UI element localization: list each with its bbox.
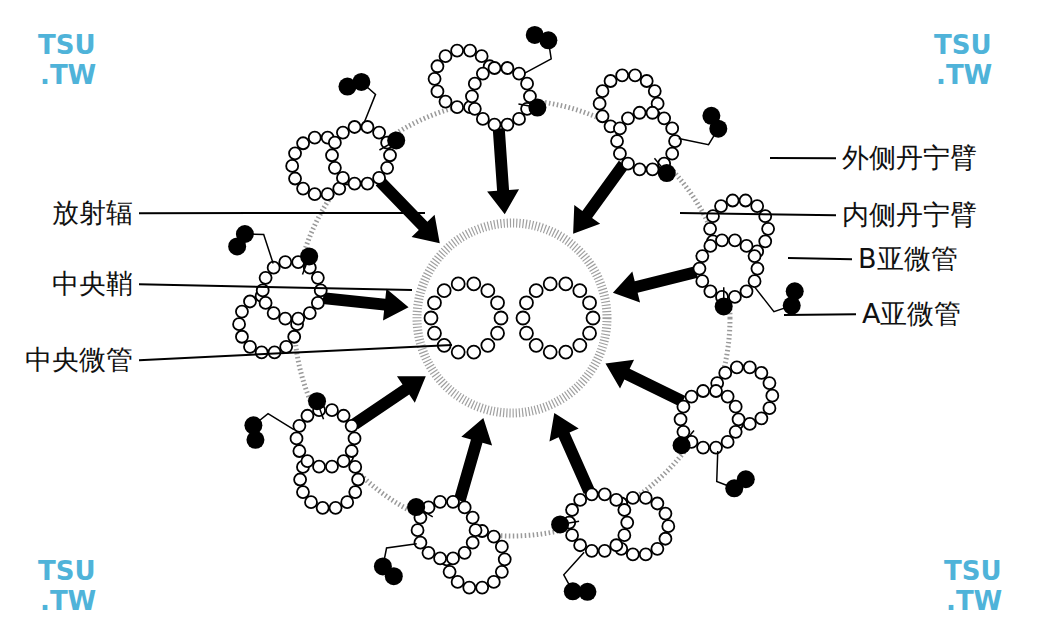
- a-tubule: [326, 121, 396, 190]
- part-label: 内侧丹宁臂: [842, 199, 977, 231]
- inner-dynein-arm: [308, 392, 326, 410]
- a-tubule: [291, 404, 361, 473]
- leader-line: [139, 284, 412, 290]
- leader-line: [784, 313, 856, 316]
- outer-dynein-arm: [338, 78, 356, 96]
- part-label: 中央微管: [25, 344, 133, 376]
- radial-spoke-arrow: [322, 289, 408, 321]
- outer-dynein-arm: [385, 567, 403, 585]
- doublet: [286, 73, 405, 200]
- leader-line: [770, 157, 836, 159]
- inner-dynein-arm: [551, 515, 569, 533]
- watermark: .TW: [946, 588, 1002, 614]
- leader-line: [139, 212, 425, 214]
- part-label: 中央鞘: [52, 268, 133, 300]
- central-sheath: [417, 223, 607, 413]
- watermark: .TW: [40, 588, 96, 614]
- radial-spoke-arrow: [613, 266, 698, 302]
- outer-dynein-arm: [578, 583, 596, 601]
- outer-dynein-arm: [228, 237, 246, 255]
- radial-spoke-arrow: [573, 161, 628, 234]
- inner-dynein-arm: [407, 498, 425, 516]
- watermark: .TW: [40, 62, 96, 88]
- outer-dynein-arm: [526, 26, 544, 44]
- central-pair: [425, 277, 600, 358]
- part-label: 放射辐: [52, 197, 133, 229]
- radial-spoke-arrow: [454, 418, 492, 502]
- doublet: [228, 225, 327, 358]
- radial-spoke-arrow: [605, 360, 685, 407]
- watermark: TSU: [934, 32, 992, 58]
- outer-dynein-arm: [737, 470, 755, 488]
- radial-spoke-arrow: [549, 413, 594, 494]
- a-tubule: [693, 234, 763, 303]
- central-microtubule: [517, 277, 600, 358]
- part-label: 外侧丹宁臂: [842, 142, 977, 174]
- doublet: [429, 26, 558, 131]
- outer-dynein-arm: [246, 431, 264, 449]
- doublet: [244, 392, 364, 514]
- outer-dynein-arm: [786, 282, 804, 300]
- watermark: TSU: [38, 32, 96, 58]
- doublet: [374, 496, 511, 594]
- inner-dynein-arm: [528, 99, 546, 117]
- nexin-ring: [294, 100, 730, 536]
- a-tubule: [257, 256, 327, 325]
- leader-line: [788, 258, 852, 259]
- watermark: TSU: [38, 558, 96, 584]
- inner-dynein-arm: [658, 164, 676, 182]
- inner-dynein-arm: [300, 247, 318, 265]
- inner-dynein-arm: [715, 297, 733, 315]
- part-label: A亚微管: [862, 298, 961, 330]
- radial-spoke-arrow: [487, 128, 519, 214]
- watermark: .TW: [936, 62, 992, 88]
- inner-dynein-arm: [673, 436, 691, 454]
- doublet: [673, 361, 779, 497]
- radial-spoke-arrow: [351, 376, 426, 429]
- doublet: [551, 488, 674, 600]
- watermark: TSU: [944, 558, 1002, 584]
- inner-dynein-arm: [387, 131, 405, 149]
- doublet: [594, 69, 728, 182]
- radial-spoke-arrow: [376, 177, 440, 243]
- leader-line: [680, 213, 836, 215]
- leader-line: [139, 345, 452, 360]
- part-label: B亚微管: [858, 243, 958, 275]
- outer-dynein-arm: [702, 107, 720, 125]
